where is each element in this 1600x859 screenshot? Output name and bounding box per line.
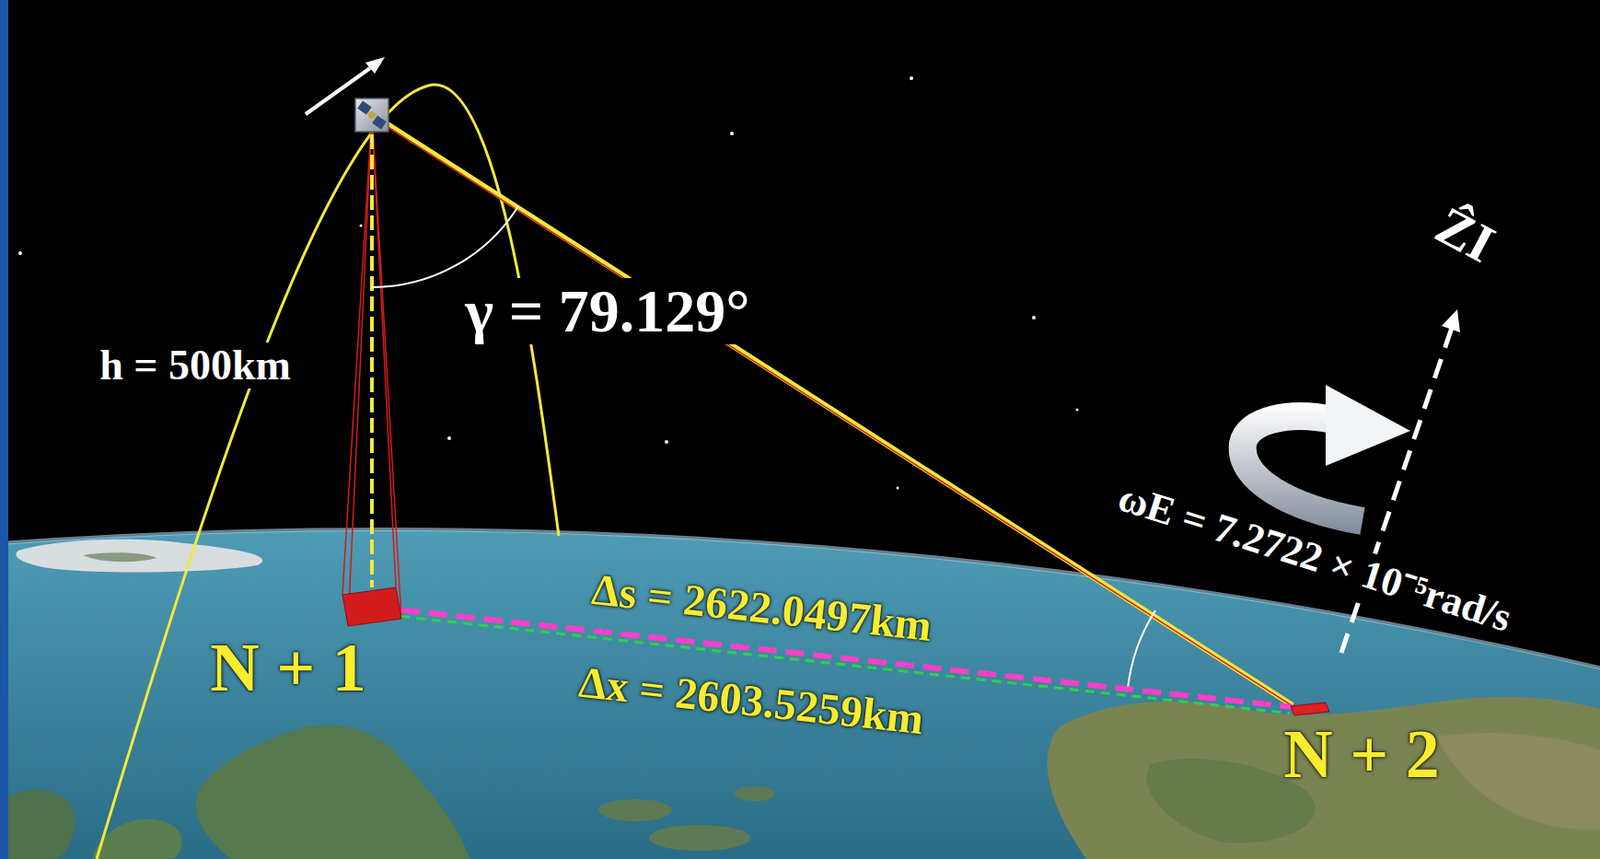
orbit-track (96, 84, 559, 859)
slant-range-line (371, 114, 1293, 706)
britain-land (196, 724, 470, 859)
satellite-body (368, 111, 376, 119)
star (909, 76, 914, 81)
footprint-line (347, 114, 372, 627)
side-bar (0, 0, 9, 859)
velocity-arrowhead (365, 57, 385, 74)
iceland-land (82, 552, 157, 562)
angle-arc (1127, 610, 1156, 689)
footprint-line (342, 114, 372, 595)
satellite-icon (355, 98, 389, 132)
angle-label: γ = 79.129° (459, 278, 755, 346)
island-land (649, 824, 751, 851)
point-label: N + 2 (1283, 717, 1440, 792)
star (896, 486, 900, 490)
axis-arrowhead (1441, 309, 1461, 333)
island-land (598, 799, 673, 822)
footprint-patch (1290, 702, 1330, 716)
star (1031, 315, 1036, 320)
star (730, 131, 734, 136)
altitude-label: h = 500km (93, 342, 297, 390)
rotation-arrowhead (1325, 384, 1411, 466)
iceland-land (15, 539, 263, 573)
ground-point: N + 2 (1290, 702, 1330, 716)
point-label: N + 1 (209, 630, 367, 706)
land-texture (1436, 732, 1600, 830)
ground-point: N + 1 (342, 587, 402, 627)
star (447, 436, 452, 441)
star (18, 251, 23, 256)
star (664, 440, 669, 444)
footprint-patch (342, 587, 402, 627)
sensor-footprint-lines (342, 114, 402, 627)
stars (18, 76, 1079, 490)
footprint-marker (342, 587, 402, 627)
altitude-line (370, 114, 374, 588)
slant-range-line (373, 117, 1300, 711)
star (359, 224, 363, 228)
star (1076, 408, 1079, 412)
scandinavia-land (1047, 696, 1600, 859)
footprint-marker (1290, 702, 1330, 716)
angle-arc (371, 206, 519, 288)
island-land (734, 786, 776, 801)
land (0, 789, 75, 859)
satellite-frame (355, 98, 389, 132)
footprint-line (371, 114, 402, 619)
